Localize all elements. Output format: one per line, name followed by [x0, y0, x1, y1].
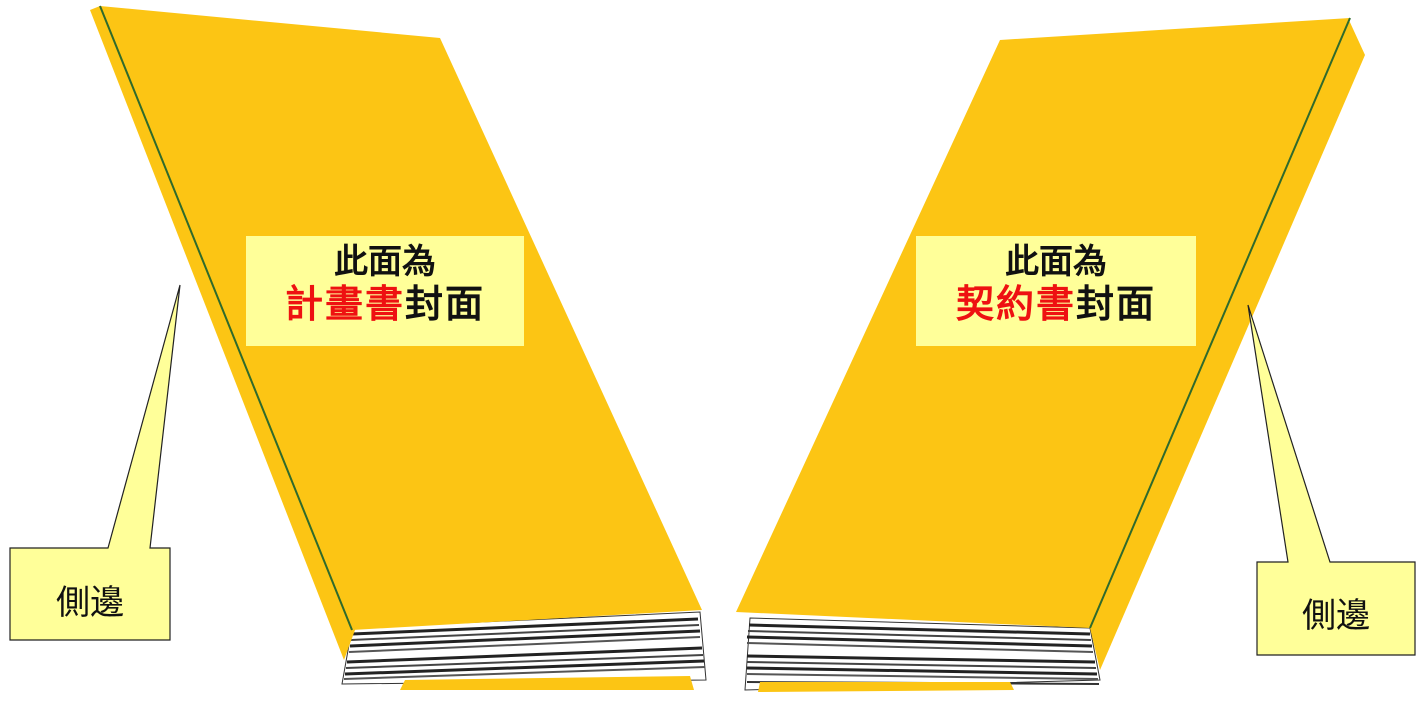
left-cover-line1: 此面為 [334, 242, 436, 282]
left-cover-highlight: 計畫書 [284, 282, 405, 327]
left-side-callout [9, 284, 181, 641]
left-side-label: 側邊 [56, 583, 124, 623]
right-book-back-cover [758, 682, 1014, 692]
left-cover-label: 此面為 計畫書封面 [246, 236, 524, 346]
left-book-back-cover [400, 676, 694, 690]
right-book-spine-edge [1089, 17, 1351, 629]
right-cover-label: 此面為 契約書封面 [916, 236, 1196, 346]
left-book-spine [90, 6, 355, 660]
right-book-spine [1090, 18, 1365, 670]
left-book-pages [341, 611, 707, 685]
right-book-pages [744, 617, 1101, 691]
right-cover-line2: 契約書封面 [916, 282, 1196, 327]
right-side-label: 側邊 [1302, 596, 1370, 636]
left-book [90, 5, 707, 690]
right-cover-highlight: 契約書 [955, 282, 1076, 327]
left-cover-line2: 計畫書封面 [246, 282, 524, 327]
left-cover-suffix: 封面 [405, 282, 486, 327]
right-cover-line1: 此面為 [1005, 242, 1107, 282]
right-cover-suffix: 封面 [1076, 282, 1157, 327]
right-side-callout [1247, 304, 1416, 656]
left-book-spine-edge [99, 5, 353, 631]
